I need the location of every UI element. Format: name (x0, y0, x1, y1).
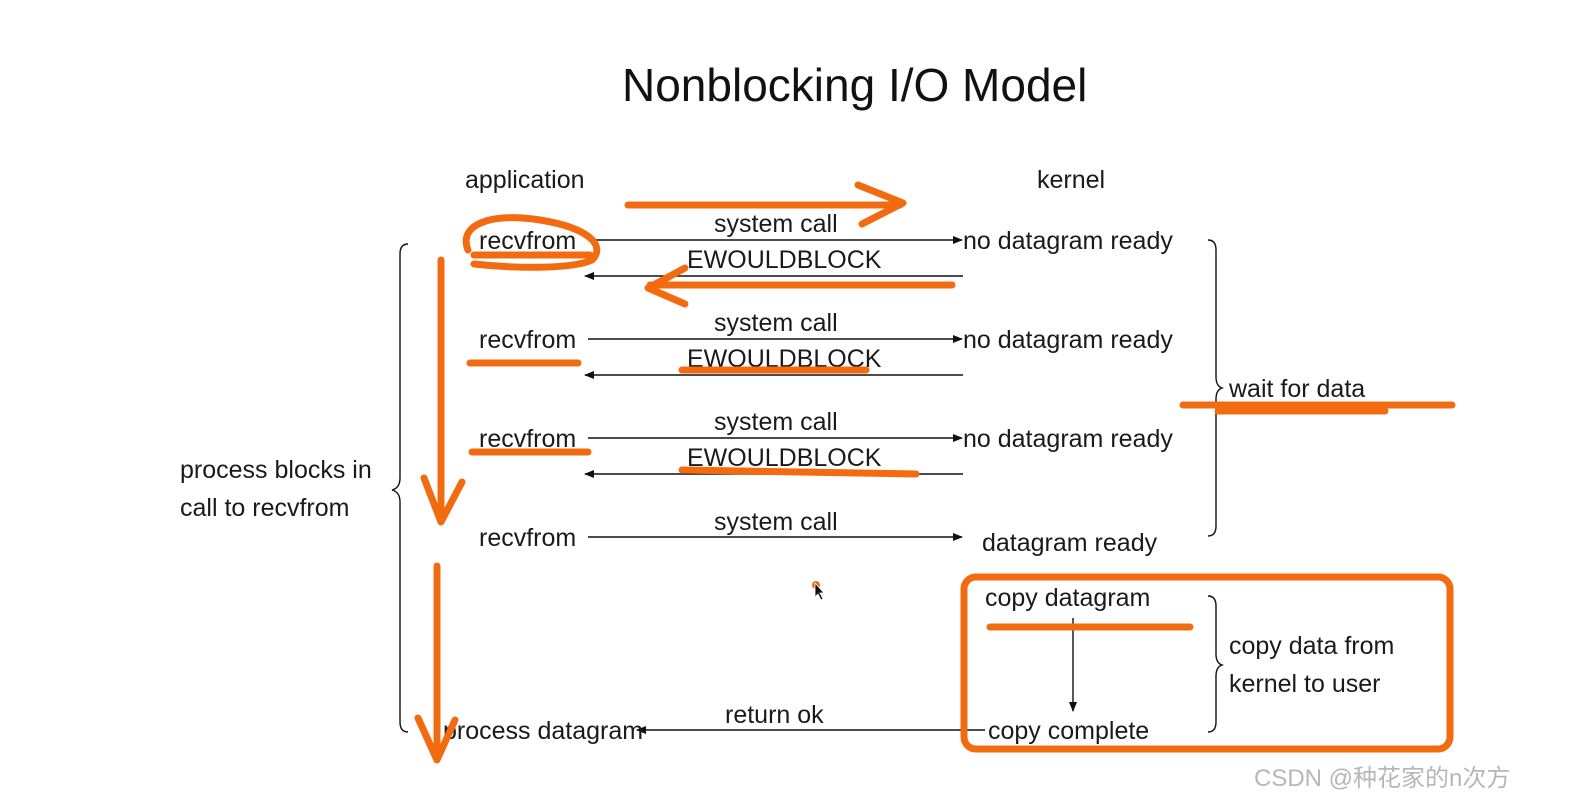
annotation-arrowhead-right (854, 181, 907, 228)
kernel-status-label: no datagram ready (963, 425, 1173, 453)
wait-brace (1207, 239, 1225, 537)
process-blocks-label-2: call to recvfrom (180, 494, 350, 522)
annotation-arrowhead-down (420, 474, 466, 526)
left-brace (391, 243, 409, 733)
recvfrom-label: recvfrom (479, 524, 577, 552)
annotation-underline (678, 466, 920, 478)
return-ok-label: return ok (725, 701, 824, 729)
system-call-label: system call (714, 408, 838, 436)
column-kernel: kernel (1037, 166, 1106, 194)
copy-complete-label: copy complete (988, 717, 1150, 745)
process-datagram-label: process datagram (443, 717, 644, 745)
process-blocks-label-1: process blocks in (180, 456, 372, 484)
system-call-label: system call (714, 210, 838, 238)
annotation-circle (462, 214, 601, 271)
kernel-status-label: no datagram ready (963, 326, 1173, 354)
copy-data-label-2: kernel to user (1229, 670, 1381, 698)
annotation-box (960, 573, 1454, 753)
csdn-watermark: CSDN @种花家的n次方 (1254, 765, 1511, 792)
copy-brace (1207, 595, 1225, 733)
column-application: application (465, 166, 585, 194)
copy-data-label-1: copy data from (1229, 632, 1395, 660)
system-call-label: system call (714, 508, 838, 536)
recvfrom-label: recvfrom (479, 425, 577, 453)
wait-for-data-label: wait for data (1229, 375, 1366, 403)
annotation-arrowhead-left (644, 264, 689, 308)
ewouldblock-label: EWOULDBLOCK (687, 246, 882, 274)
system-call-label: system call (714, 309, 838, 337)
copy-datagram-label: copy datagram (985, 584, 1151, 612)
page-title: Nonblocking I/O Model (622, 59, 1088, 111)
mouse-cursor-icon (814, 581, 825, 601)
datagram-ready-label: datagram ready (982, 529, 1158, 557)
recvfrom-label: recvfrom (479, 326, 577, 354)
annotation-arrowhead-down (414, 714, 459, 764)
ewouldblock-label: EWOULDBLOCK (687, 444, 882, 472)
kernel-status-label: no datagram ready (963, 227, 1173, 255)
recvfrom-label: recvfrom (479, 227, 577, 255)
